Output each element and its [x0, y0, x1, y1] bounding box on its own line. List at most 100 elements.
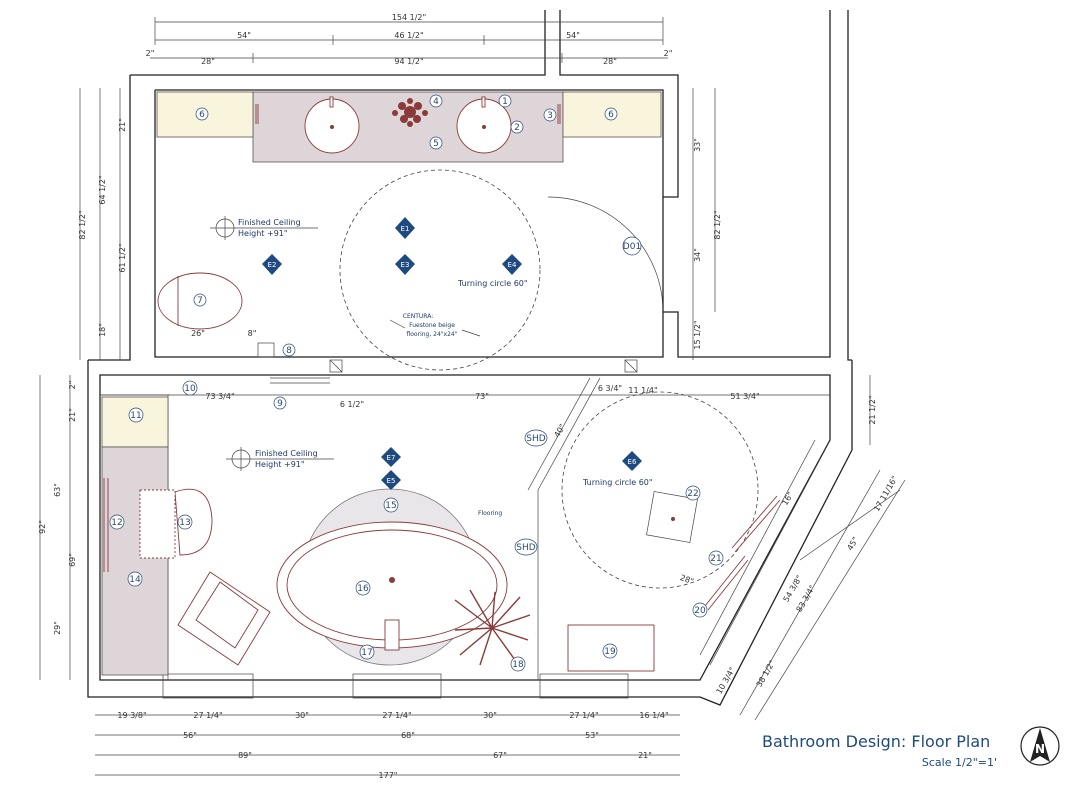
svg-text:20: 20 — [694, 606, 706, 616]
dim-top-left: 54" — [237, 31, 251, 40]
svg-text:13: 13 — [179, 518, 190, 528]
svg-text:18: 18 — [512, 660, 524, 670]
lower-room-wall — [87, 360, 853, 706]
svg-text:4: 4 — [433, 97, 439, 107]
door-swing — [547, 196, 664, 313]
svg-text:E2: E2 — [268, 261, 277, 269]
svg-text:14: 14 — [129, 575, 141, 585]
dim-mid-c: 73" — [475, 392, 489, 401]
bottom-dim-row2: 56" 68" 53" — [183, 731, 599, 740]
svg-text:E3: E3 — [401, 261, 410, 269]
turning-circle-upper — [339, 169, 541, 371]
svg-text:E1: E1 — [401, 225, 410, 233]
dim-top-right: 54" — [566, 31, 580, 40]
svg-text:53": 53" — [585, 731, 599, 740]
linen-cabinet-right — [562, 91, 662, 138]
dim-vanity: 94 1/2" — [394, 57, 423, 66]
towel-rail-left — [103, 478, 109, 572]
dim-edge-right: 2" — [664, 49, 673, 58]
dim-cab-right: 28" — [603, 57, 617, 66]
dim-left-upper: 64 1/2" — [98, 175, 107, 204]
bottom-dim-row1: 19 3/8" 27 1/4" 30" 27 1/4" 30" 27 1/4" … — [117, 711, 668, 720]
svg-text:1: 1 — [502, 97, 508, 107]
dim-diag-e: 38 1/2" — [755, 659, 777, 689]
dim-right-top: 33" — [693, 138, 702, 152]
dim-bottom-overall: 177" — [379, 771, 398, 780]
counter-lower — [101, 446, 169, 676]
svg-text:22: 22 — [687, 489, 698, 499]
door-tag: D01 — [623, 242, 641, 252]
flooring-note-1: CENTURA: — [403, 313, 433, 320]
dim-lower-top: 21" — [68, 408, 77, 422]
plan-title: Bathroom Design: Floor Plan — [762, 732, 990, 751]
dim-mid-g: 21 1/2" — [868, 395, 877, 424]
dim-left-mid: 61 1/2" — [118, 243, 127, 272]
svg-text:27 1/4": 27 1/4" — [193, 711, 222, 720]
dim-cab-left: 28" — [201, 57, 215, 66]
svg-text:6: 6 — [199, 110, 205, 120]
dim-lower-bot: 29" — [53, 621, 62, 635]
dim-left-top: 21" — [118, 118, 127, 132]
svg-text:19: 19 — [604, 647, 616, 657]
dim-diag-b: 45" — [845, 535, 860, 552]
turning-label-lower: Turning circle 60" — [582, 478, 653, 487]
dim-diag-h: 28" — [679, 573, 695, 586]
svg-text:30": 30" — [295, 711, 309, 720]
svg-text:11: 11 — [130, 411, 141, 421]
dim-right-door: 34" — [693, 248, 702, 262]
vanity-chair — [174, 488, 213, 556]
svg-text:5: 5 — [433, 139, 439, 149]
svg-text:2: 2 — [514, 123, 520, 133]
ceiling-label-upper-1: Finished Ceiling — [238, 218, 301, 227]
shd-tag-1: SHD — [526, 434, 545, 444]
dim-diag-g: 16" — [780, 490, 795, 507]
dim-top-center: 46 1/2" — [394, 31, 423, 40]
svg-text:27 1/4": 27 1/4" — [382, 711, 411, 720]
flooring-note-2: Fuestone beige — [409, 322, 455, 329]
ceiling-marker-icon — [210, 216, 318, 240]
svg-text:16: 16 — [357, 584, 369, 594]
dim-mid-a: 73 3/4" — [205, 392, 234, 401]
dim-mid-e: 11 1/4" — [628, 386, 657, 395]
dim-left-overall: 82 1/2" — [78, 210, 87, 239]
shower-bench — [646, 491, 698, 543]
svg-text:89": 89" — [238, 751, 252, 760]
dim-lower-big: 63" — [53, 483, 62, 497]
dim-right-overall: 82 1/2" — [713, 210, 722, 239]
fixture-tags: 1 2 3 4 5 6 6 7 8 9 10 11 12 13 14 15 16… — [109, 94, 724, 672]
svg-text:E6: E6 — [628, 458, 637, 466]
north-arrow-icon: N — [1020, 726, 1060, 766]
turning-label-upper: Turning circle 60" — [457, 279, 528, 288]
svg-text:12: 12 — [111, 518, 122, 528]
dim-mid-b: 6 1/2" — [340, 400, 364, 409]
dim-diag-a: 17 11/16" — [872, 474, 900, 513]
dim-mid-h: 40" — [552, 422, 567, 439]
ceiling-label-lower-2: Height +91" — [255, 460, 305, 469]
svg-text:67": 67" — [493, 751, 507, 760]
dim-diag-f: 10 3/4" — [715, 666, 737, 696]
svg-text:9: 9 — [277, 399, 283, 409]
svg-text:27 1/4": 27 1/4" — [569, 711, 598, 720]
upper-room-wall — [130, 10, 852, 361]
plan-scale: Scale 1/2"=1' — [922, 756, 997, 769]
svg-text:10: 10 — [184, 384, 196, 394]
turning-circle-lower — [561, 391, 759, 589]
svg-text:3: 3 — [547, 111, 553, 121]
dim-overall-top: 154 1/2" — [392, 13, 426, 22]
dim-mid-d: 6 3/4" — [598, 384, 622, 393]
svg-text:56": 56" — [183, 731, 197, 740]
ceiling-marker-lower-icon — [226, 447, 334, 471]
ceiling-label-lower-1: Finished Ceiling — [255, 449, 318, 458]
north-label: N — [1035, 742, 1045, 756]
elevation-markers: E1 E2 E3 E4 E5 E6 E7 — [262, 217, 642, 490]
svg-text:19 3/8": 19 3/8" — [117, 711, 146, 720]
shd-tag-2: SHD — [516, 543, 535, 553]
dim-toilet-b: 8" — [248, 329, 257, 338]
svg-text:8: 8 — [286, 346, 292, 356]
svg-text:15: 15 — [385, 501, 396, 511]
dim-edge-left: 2" — [146, 49, 155, 58]
svg-text:21: 21 — [710, 554, 721, 564]
dim-lower-overall: 92" — [38, 520, 47, 534]
bottom-dim-row3: 89" 67" 21" — [238, 751, 652, 760]
